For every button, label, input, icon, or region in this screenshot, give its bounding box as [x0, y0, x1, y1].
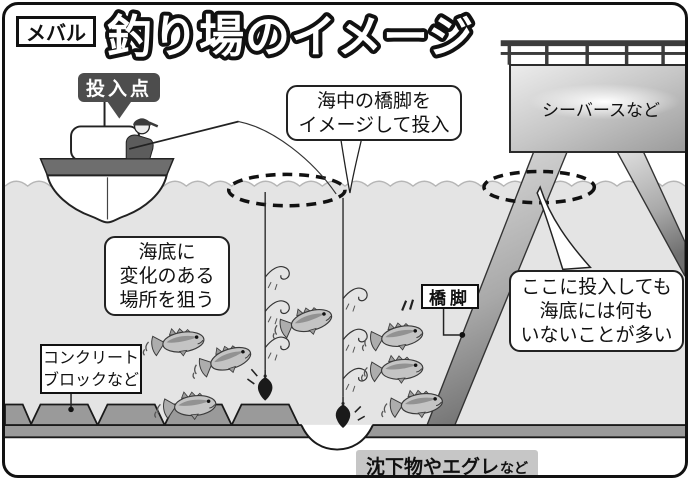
bubble-line: いないことが多い — [520, 324, 673, 347]
cast-line — [238, 120, 337, 195]
caption-suffix: など — [500, 461, 529, 477]
bubble-line: 海中の橋脚を — [316, 89, 431, 112]
fishing-rod — [128, 120, 239, 150]
bubble-cast-target: 海中の橋脚を イメージして投入 — [286, 85, 462, 141]
bubble-line: 海底に — [138, 240, 196, 263]
bubble-line: 海底には何も — [539, 299, 654, 322]
bubble-cast-target-tail — [339, 133, 364, 194]
seabed — [5, 403, 685, 451]
caption-main: 沈下物やエグレ — [366, 456, 500, 478]
page-title-text: 釣り場のイメージ — [107, 10, 474, 63]
fishing-boat — [39, 93, 337, 224]
bubble-empty-bottom-tail — [536, 185, 592, 271]
seabed-undercut — [300, 424, 374, 451]
page-title: 釣り場のイメージ — [103, 6, 477, 67]
splash-ellipse-left — [226, 172, 347, 208]
concrete-blocks — [5, 403, 301, 426]
bubble-line: 変化のある — [119, 264, 215, 287]
mebaru-fish-school — [139, 299, 445, 425]
bottom-caption: 沈下物やエグレ など — [356, 450, 539, 478]
cast-point-badge: 投入点 — [78, 73, 160, 102]
fisherman — [125, 118, 159, 160]
bubble-empty-bottom: ここに投入しても 海底には何も いないことが多い — [509, 270, 684, 352]
bubble-line: イメージして投入 — [298, 114, 450, 136]
bubble-line: ここに投入しても — [521, 275, 672, 298]
cast-point-pointer — [105, 99, 134, 119]
sea-berth-label: シーバースなど — [542, 101, 660, 121]
concrete-block-label: コンクリート ブロックなど — [40, 344, 142, 394]
label-line: ブロックなど — [42, 370, 139, 389]
dropper-rig-line-left — [246, 192, 290, 402]
bridge-pier-label: 橋脚 — [421, 284, 479, 309]
splash-ellipse-right — [482, 169, 597, 205]
bubble-seabed-variation: 海底に 変化のある 場所を狙う — [104, 236, 230, 316]
species-badge: メバル — [16, 16, 96, 47]
sea-berth-deck: シーバースなど — [509, 64, 685, 153]
label-line: コンクリート — [42, 347, 139, 367]
pier-railing — [500, 40, 685, 65]
bubble-line: 場所を狙う — [119, 289, 215, 312]
dropper-rig-line-right — [335, 197, 368, 429]
pier-label-connector — [442, 302, 466, 338]
